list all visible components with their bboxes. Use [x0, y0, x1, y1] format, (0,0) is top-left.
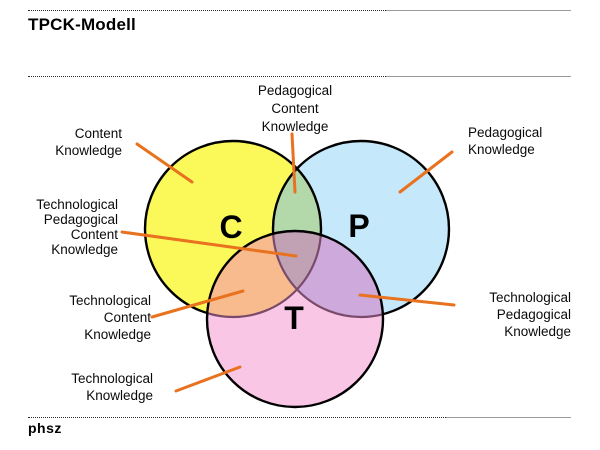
circle-letter-technological: T — [284, 300, 304, 336]
header-rule-dotted — [28, 76, 387, 78]
label-line: Knowledge — [261, 119, 329, 134]
circle-letter-pedagogical: P — [348, 208, 370, 244]
label-line: Content — [70, 227, 118, 242]
label-line: Knowledge — [86, 388, 153, 403]
label-line: Knowledge — [468, 142, 535, 157]
leader-line-tpk — [358, 293, 456, 307]
label-line: Pedagogical — [496, 307, 571, 322]
label-line: Pedagogical — [43, 212, 118, 227]
top-rule — [28, 10, 571, 12]
content-circle-muted-arc — [207, 231, 323, 319]
label-content-knowledge: Content Knowledge — [55, 125, 122, 159]
page-title: TPCK-Modell — [28, 15, 136, 34]
label-line: Pedagogical — [468, 125, 543, 140]
label-pedagogical-knowledge: Pedagogical Knowledge — [468, 124, 542, 158]
footer-rule-solid — [446, 417, 571, 419]
label-line: Technological — [71, 371, 153, 386]
label-line: Knowledge — [504, 324, 571, 339]
label-line: Pedagogical — [257, 83, 333, 98]
top-rule-solid — [386, 10, 571, 12]
label-technological-knowledge: Technological Knowledge — [71, 370, 153, 404]
footer-rule — [28, 417, 571, 419]
label-line: Technological — [36, 197, 118, 212]
leader-line-tk — [174, 365, 242, 393]
tck-overlap-region — [207, 231, 321, 317]
label-technological-pedagogical-content-knowledge: Technological Pedagogical Content Knowle… — [36, 197, 118, 257]
label-technological-content-knowledge: Technological Content Knowledge — [69, 292, 151, 343]
phsz-logo: phsz — [28, 420, 62, 436]
label-line: Technological — [69, 293, 151, 308]
label-line: Technological — [489, 290, 571, 305]
tpk-overlap-region — [273, 231, 383, 317]
pedagogical-circle-muted-arc — [271, 231, 383, 319]
header-rule-solid — [386, 76, 571, 78]
leader-line-tpck — [120, 230, 298, 258]
leader-line-pk — [398, 150, 454, 194]
leader-line-pck — [290, 132, 297, 194]
label-pedagogical-content-knowledge: Pedagogical Content Knowledge — [195, 82, 395, 136]
label-line: Content — [271, 101, 319, 116]
footer-rule-dotted — [28, 417, 447, 419]
top-rule-dotted — [28, 10, 387, 12]
label-line: Content — [74, 126, 122, 141]
leader-line-ck — [135, 142, 194, 184]
header-rule — [28, 76, 571, 78]
label-line: Content — [103, 310, 151, 325]
label-line: Knowledge — [51, 242, 118, 257]
leader-line-tck — [150, 289, 245, 319]
label-line: Knowledge — [84, 327, 151, 342]
label-line: Knowledge — [55, 143, 122, 158]
circle-letter-content: C — [219, 209, 243, 245]
technological-circle-outline — [205, 229, 385, 409]
label-technological-pedagogical-knowledge: Technological Pedagogical Knowledge — [489, 289, 571, 340]
